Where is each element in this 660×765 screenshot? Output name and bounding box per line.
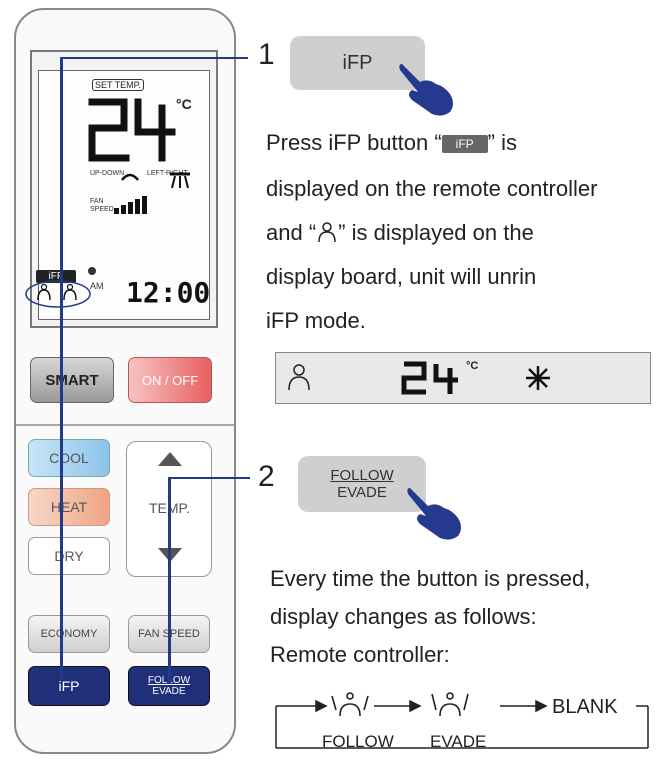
- step-1-text-line-5: iFP mode.: [266, 308, 366, 333]
- heat-button[interactable]: HEAT: [28, 488, 110, 526]
- lcd-left-right-label: LEFT-RIGHT: [147, 170, 188, 177]
- display-unit: °C: [466, 360, 479, 372]
- lcd-am: AM: [90, 281, 104, 291]
- ifp-button-illustration: iFP: [290, 36, 425, 90]
- cycle-follow-label: FOLLOW: [322, 732, 394, 751]
- hand-pointer-icon: [399, 64, 453, 116]
- person-icon: [318, 222, 336, 243]
- smart-button[interactable]: SMART: [30, 357, 114, 403]
- lcd-clock: 12:00: [126, 276, 211, 309]
- ifp-badge: iFP: [441, 135, 488, 154]
- ifp-button[interactable]: iFP: [28, 666, 110, 706]
- step-1-text-line-2: displayed on the remote controller: [266, 176, 598, 201]
- lcd-temperature-digits: [88, 98, 176, 162]
- follow-evade-button[interactable]: FOLLOW EVADE: [128, 666, 210, 706]
- illustration-evade-label: EVADE: [337, 484, 387, 501]
- step-2-text-line-3: Remote controller:: [270, 642, 450, 667]
- on-off-button[interactable]: ON / OFF: [128, 357, 212, 403]
- fan-level-icon: [114, 196, 147, 214]
- step-1-text-line-1: Press iFP button “iFP” is: [266, 130, 517, 155]
- temp-up-icon[interactable]: [158, 452, 182, 466]
- display-board: [275, 352, 651, 404]
- lcd-unit: °C: [176, 96, 192, 112]
- display-person-icon: [288, 364, 310, 391]
- lcd-up-down-label: UP-DOWN: [90, 170, 125, 177]
- cool-button[interactable]: COOL: [28, 439, 110, 477]
- follow-icon: [331, 692, 369, 717]
- follow-evade-button-illustration: FOLLOW EVADE: [298, 456, 426, 512]
- lcd-dot-icon: [88, 267, 96, 275]
- evade-icon: [431, 692, 469, 717]
- step-1-number: 1: [258, 38, 275, 71]
- step-1-text-line-4: display board, unit will unrin: [266, 264, 537, 289]
- step-2-number: 2: [258, 460, 275, 493]
- economy-button[interactable]: ECONOMY: [28, 615, 110, 653]
- lcd-follow-evade-icons: [25, 280, 91, 308]
- callout-line-1-horizontal: [60, 57, 248, 59]
- step-1-text-line-3: and “” is displayed on the: [266, 220, 534, 245]
- step-2-text-line-1: Every time the button is pressed,: [270, 566, 591, 591]
- hand-pointer-icon-2: [407, 488, 461, 540]
- display-temperature-digits: [401, 361, 458, 395]
- snowflake-icon: [526, 366, 550, 390]
- illustration-follow-label: FOLLOW: [330, 467, 394, 484]
- cycle-blank-label: BLANK: [552, 696, 618, 718]
- callout-line-2-vertical: [168, 478, 171, 683]
- swing-icon: [121, 172, 190, 189]
- callout-line-2-horizontal: [168, 477, 250, 479]
- step-2-text-line-2: display changes as follows:: [270, 604, 537, 629]
- lcd-ifp-tag: iFP: [36, 270, 76, 283]
- cycle-evade-label: EVADE: [430, 732, 487, 751]
- set-temp-label: SET TEMP.: [92, 79, 145, 91]
- evade-label: EVADE: [152, 686, 186, 697]
- lcd-fan-speed-label: FAN SPEED: [90, 198, 114, 213]
- dry-button[interactable]: DRY: [28, 537, 110, 575]
- mode-cycle-diagram: [275, 692, 649, 749]
- panel-divider: [16, 424, 234, 426]
- callout-line-1-vertical: [60, 58, 63, 680]
